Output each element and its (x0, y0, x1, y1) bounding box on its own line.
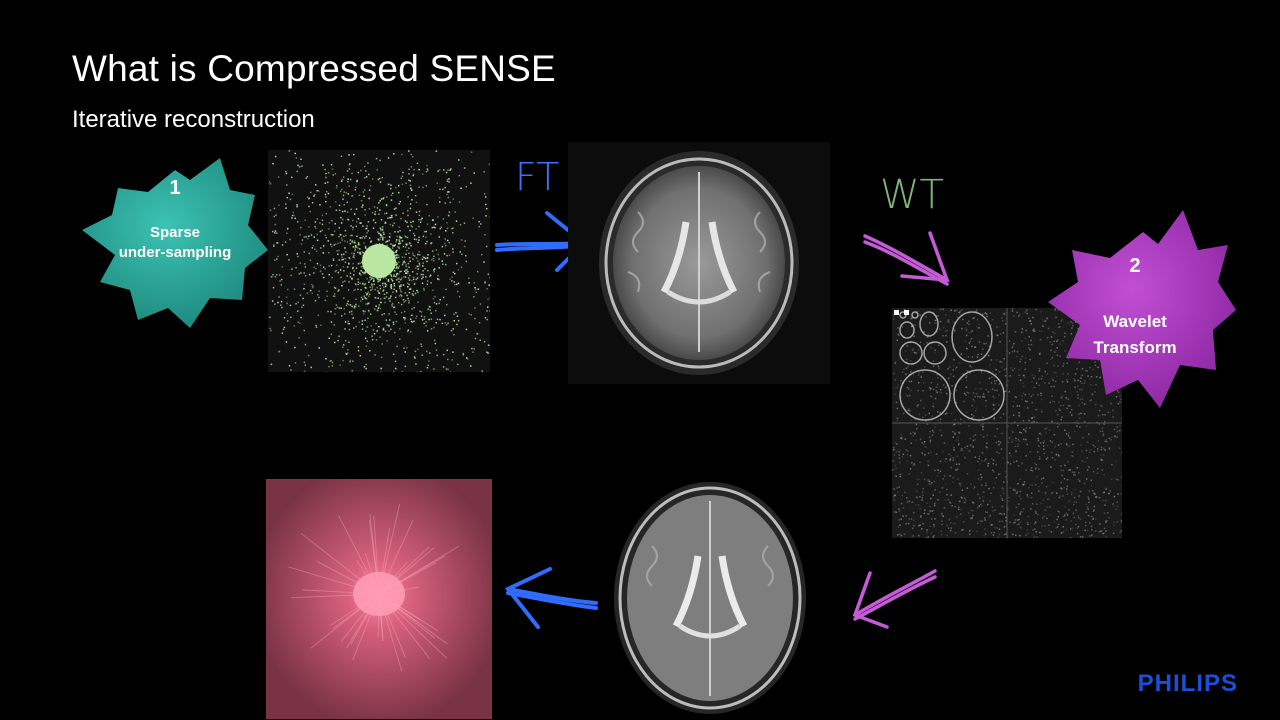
gear-2-label-line1: Wavelet (1103, 312, 1167, 331)
inverse-wt-arrow-icon (845, 565, 940, 630)
wt-arrow-icon (862, 228, 957, 293)
ft-label: FT (515, 155, 560, 199)
gear-2-label-line2: Transform (1093, 338, 1177, 357)
gear-1-icon (80, 150, 270, 330)
gear-1-label-line2: under-sampling (118, 244, 232, 261)
full-kspace-image (266, 479, 492, 719)
gear-2-icon (1048, 210, 1238, 410)
gear-1-label-line1: Sparse (149, 224, 201, 241)
philips-logo: PHILIPS (1137, 670, 1238, 697)
slide-subtitle: Iterative reconstruction (72, 106, 315, 133)
brain-mri-image-bottom (600, 476, 820, 718)
inverse-ft-arrow-icon (500, 565, 600, 635)
undersampled-kspace-image (268, 150, 490, 372)
wt-label: WT (880, 172, 944, 218)
wavelet-coefficients-image (892, 308, 1122, 538)
brain-mri-image-top (568, 142, 830, 384)
gear-2-number: 2 (1129, 255, 1141, 277)
slide-title: What is Compressed SENSE (72, 48, 556, 89)
gear-1-number: 1 (169, 177, 181, 199)
